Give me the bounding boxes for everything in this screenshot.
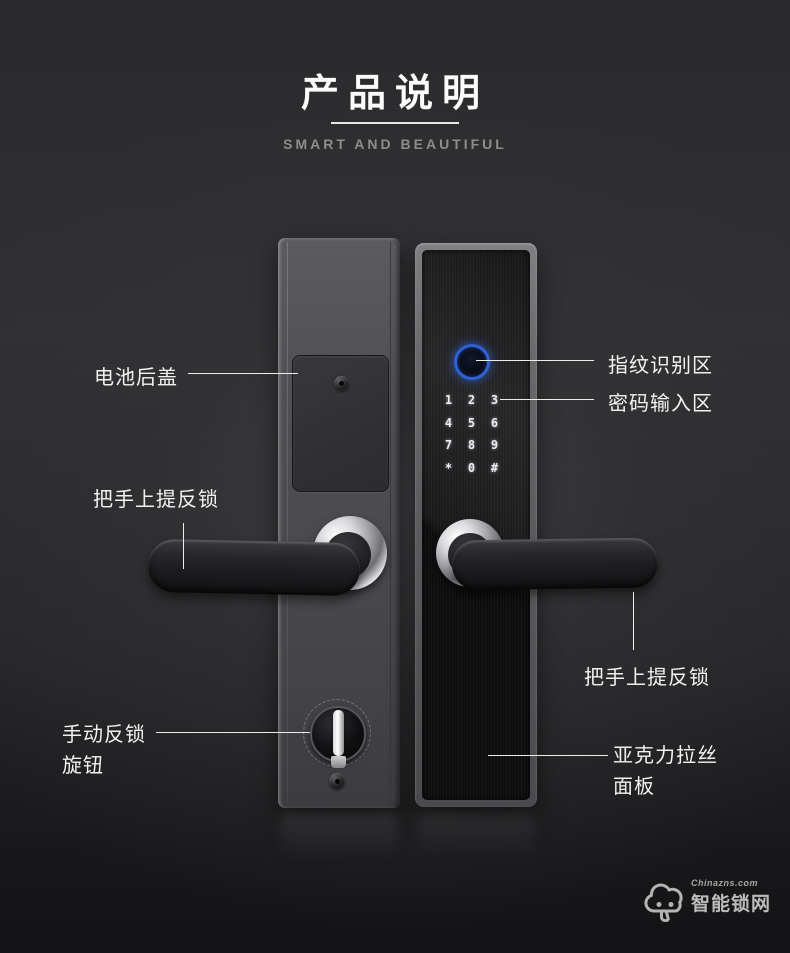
label-lift-handle-right: 把手上提反锁 xyxy=(584,667,710,689)
right-door-handle xyxy=(451,537,659,591)
pointer-line-password xyxy=(500,399,594,400)
pointer-line-lift-handle-left xyxy=(183,523,184,569)
keypad-key: 3 xyxy=(490,393,499,408)
thumbturn-lever xyxy=(332,710,344,756)
left-lock-reflection xyxy=(281,812,397,867)
keypad-key: * xyxy=(444,460,453,475)
password-keypad: 1 2 3 4 5 6 7 8 9 * 0 # xyxy=(437,389,506,479)
pointer-line-acrylic-panel xyxy=(488,755,608,756)
keypad-key: 5 xyxy=(467,415,476,430)
site-logo: Chinazns.com 智能锁网 xyxy=(641,878,771,922)
pointer-line-thumbturn xyxy=(156,732,310,733)
page-title: 产品说明 xyxy=(300,73,489,115)
thumbturn-lever-tab xyxy=(330,756,346,768)
keypad-key: 9 xyxy=(490,438,499,453)
label-battery-cover: 电池后盖 xyxy=(94,367,178,389)
keypad-key: 8 xyxy=(467,438,476,453)
keypad-key: 1 xyxy=(444,393,453,408)
left-door-handle xyxy=(147,538,361,597)
label-acrylic-panel-line2: 面板 xyxy=(613,776,655,798)
keypad-key: 7 xyxy=(444,438,453,453)
pointer-line-battery-cover xyxy=(188,373,298,374)
label-thumbturn-knob: 手动反锁 旋钮 xyxy=(62,720,146,782)
label-thumbturn-knob-line2: 旋钮 xyxy=(62,755,104,777)
label-fingerprint-area: 指纹识别区 xyxy=(608,355,713,377)
logo-site-name: 智能锁网 xyxy=(691,894,772,915)
keypad-key: 2 xyxy=(467,393,476,408)
label-password-area: 密码输入区 xyxy=(608,393,713,415)
fingerprint-sensor xyxy=(454,344,490,380)
bottom-screw xyxy=(329,773,345,789)
keypad-key: 6 xyxy=(490,415,499,430)
pointer-line-fingerprint xyxy=(476,360,594,361)
battery-cover-screw xyxy=(334,376,349,391)
thumbturn-knob xyxy=(310,706,366,768)
keypad-key: 0 xyxy=(467,460,476,475)
pointer-line-lift-handle-right xyxy=(633,592,634,650)
battery-cover xyxy=(292,355,389,492)
logo-text: Chinazns.com 智能锁网 xyxy=(691,878,771,916)
keypad-key: 4 xyxy=(444,415,453,430)
label-acrylic-panel-line1: 亚克力拉丝 xyxy=(613,745,718,767)
logo-site-url: Chinazns.com xyxy=(691,878,759,888)
label-acrylic-panel: 亚克力拉丝 面板 xyxy=(613,741,718,803)
right-lock-reflection xyxy=(418,812,534,867)
page-subtitle: SMART AND BEAUTIFUL xyxy=(283,136,507,152)
keypad-key: # xyxy=(490,460,499,475)
label-thumbturn-knob-line1: 手动反锁 xyxy=(62,724,146,746)
title-divider xyxy=(331,122,459,124)
cloud-face-icon xyxy=(644,883,683,922)
label-lift-handle-left: 把手上提反锁 xyxy=(93,489,219,511)
